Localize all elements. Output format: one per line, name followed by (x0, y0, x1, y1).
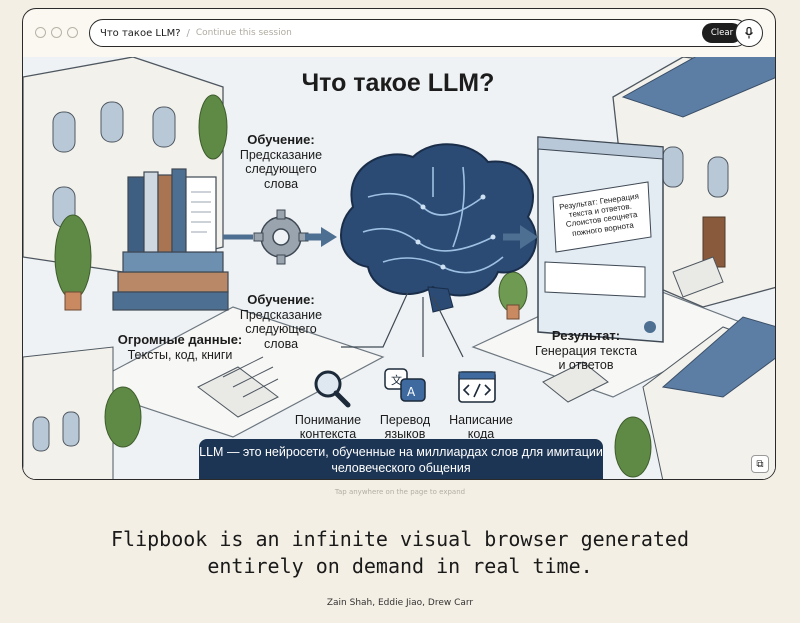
toolbar: Что такое LLM? / Continue this session C… (23, 9, 775, 57)
tagline: Flipbook is an infinite visual browser g… (111, 527, 689, 578)
label-result: Результат: Генерация текста и ответов (531, 328, 641, 373)
expand-hint: Tap anywhere on the page to expand (334, 488, 466, 496)
label-data: Огромные данные: Тексты, код, книги (115, 332, 245, 362)
window-dot-minimize[interactable] (51, 27, 62, 38)
label-training-bottom: Обучение: Предсказание следующего слова (233, 292, 329, 351)
label-heading: Обучение: (247, 132, 315, 147)
label-training-top: Обучение: Предсказание следующего слова (233, 132, 329, 191)
browser-window: Что такое LLM? / Continue this session C… (22, 8, 776, 480)
window-dot-maximize[interactable] (67, 27, 78, 38)
label-text: Генерация текста и ответов (535, 343, 637, 373)
label-heading: Огромные данные: (117, 332, 243, 347)
capability-context: Понимание контекста (294, 413, 362, 442)
label-text: Тексты, код, книги (127, 347, 233, 362)
microphone-icon (745, 27, 753, 39)
window-dot-close[interactable] (35, 27, 46, 38)
illustration-title: Что такое LLM? (301, 69, 495, 97)
summary-banner: LLM — это нейросети, обученные на миллиа… (199, 439, 603, 479)
query-text: Что такое LLM? (100, 27, 181, 39)
svg-text:A: A (407, 385, 416, 399)
llm-illustration: 文 A (23, 57, 775, 479)
clear-button[interactable]: Clear (702, 23, 742, 43)
address-bar[interactable]: Что такое LLM? / Continue this session C… (89, 19, 749, 47)
generated-page-image[interactable]: 文 A Что такое LLM? Обучение: Предсказани… (23, 57, 775, 479)
microphone-button[interactable] (735, 19, 763, 47)
svg-text:文: 文 (391, 373, 402, 387)
authors: Zain Shah, Eddie Jiao, Drew Carr (326, 598, 474, 608)
magnifier-icon (314, 370, 351, 408)
query-separator: / (186, 27, 190, 39)
label-text: Предсказание следующего слова (239, 307, 323, 351)
label-heading: Обучение: (247, 292, 315, 307)
capability-translate: Перевод языков (379, 413, 431, 442)
label-text: Предсказание следующего слова (239, 147, 323, 191)
translate-icon: 文 A (384, 368, 426, 402)
label-heading: Результат: (551, 328, 621, 343)
capability-code: Написание кода (449, 413, 513, 442)
expand-page-icon[interactable]: ⧉ (751, 455, 769, 473)
code-icon (458, 371, 496, 403)
continue-session-input[interactable]: Continue this session (195, 28, 292, 38)
